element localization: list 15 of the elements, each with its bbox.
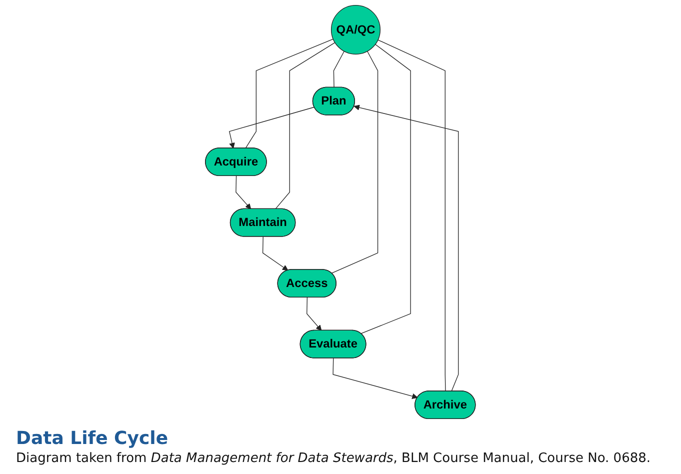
- connector: [331, 50, 378, 274]
- arrow: [229, 106, 315, 149]
- arrow: [262, 236, 288, 271]
- node-circle: QA/QC: [331, 4, 381, 54]
- connector: [245, 38, 334, 149]
- connector: [275, 42, 336, 210]
- arrow: [236, 176, 252, 210]
- arrow: [332, 358, 418, 400]
- arrow: [306, 297, 322, 331]
- connector: [333, 50, 345, 88]
- caption: Diagram taken from Data Management for Data Stewards, BLM Course Manual, Course No. 0688.: [16, 451, 652, 466]
- connector: [360, 44, 411, 334]
- arrow: [354, 104, 459, 392]
- diagram-title: Data Life Cycle: [16, 428, 170, 449]
- connector: [378, 40, 446, 392]
